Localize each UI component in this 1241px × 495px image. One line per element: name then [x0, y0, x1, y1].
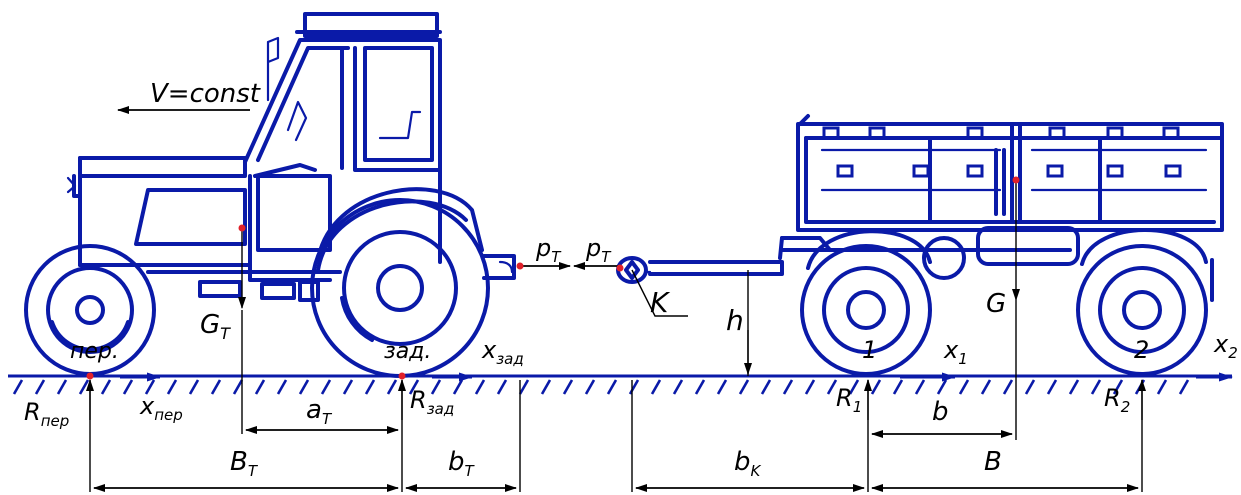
ground-hatch-mark: [342, 379, 354, 395]
ground-hatch-mark: [474, 379, 486, 395]
ground-hatch-mark: [276, 379, 288, 395]
reaction-r1-label: R1: [836, 384, 862, 416]
ground-hatch-mark: [1178, 379, 1190, 395]
ground-hatch-mark: [848, 379, 860, 395]
axis-x-front-label: xпер: [139, 392, 183, 424]
ground-hatch-mark: [958, 379, 970, 395]
ground-hatch-mark: [430, 379, 442, 395]
contact-points: [86, 176, 1020, 380]
ground-hatch-mark: [144, 379, 156, 395]
ground-hatch-mark: [232, 379, 244, 395]
tractor-pull-label: pT: [535, 234, 562, 266]
trailer-rivet: [966, 164, 984, 178]
ground-hatch-mark: [518, 379, 530, 395]
dim-bT-label: bT: [448, 447, 476, 480]
trailer-rivet: [836, 164, 854, 178]
trailer-rivet: [1046, 164, 1064, 178]
ground-hatch-mark: [738, 379, 750, 395]
ground-hatch-mark: [826, 379, 838, 395]
ground-hatch-mark: [1156, 379, 1168, 395]
trailer-rivet: [966, 126, 984, 140]
trailer-rivet: [822, 126, 840, 140]
front-wheel-label: пер.: [70, 339, 119, 364]
ground-hatch-mark: [298, 379, 310, 395]
dim-bK-label: bK: [734, 447, 762, 480]
rear-wheel-label: зад.: [384, 339, 431, 364]
ground-hatch-mark: [562, 379, 574, 395]
ground-hatch-mark: [1112, 379, 1124, 395]
ground-hatch-mark: [78, 379, 90, 395]
labels: V=const пер. зад. GT G pT pT K h 1 2 Rпе…: [24, 79, 1238, 480]
ground-hatch-mark: [540, 379, 552, 395]
reaction-rear-label: Rзад: [410, 386, 454, 418]
trailer-rivet: [1162, 126, 1180, 140]
ground-hatch-mark: [716, 379, 728, 395]
ground-hatch-mark: [364, 379, 376, 395]
hitch-height-label: h: [726, 304, 744, 337]
ground-hatch-mark: [386, 379, 398, 395]
ground-hatch-mark: [496, 379, 508, 395]
axle1-label: 1: [862, 336, 877, 364]
ground-hatch-mark: [1046, 379, 1058, 395]
reaction-r2-label: R2: [1104, 384, 1130, 416]
trailer-rivet: [1164, 164, 1182, 178]
dim-b-label: b: [932, 397, 949, 427]
ground-hatch-mark: [1024, 379, 1036, 395]
axis-x2-label: x2: [1213, 330, 1238, 362]
ground-hatch-mark: [452, 379, 464, 395]
ground-hatch-mark: [606, 379, 618, 395]
trailer-weight-label: G: [986, 289, 1006, 319]
ground-hatch-mark: [188, 379, 200, 395]
ground-hatch-mark: [210, 379, 222, 395]
ground-hatch-mark: [936, 379, 948, 395]
ground-hatch-mark: [628, 379, 640, 395]
trailer-rivet: [1048, 126, 1066, 140]
axis-x-rear-label: xзад: [481, 336, 524, 368]
ground-hatch-mark: [914, 379, 926, 395]
ground-hatch-mark: [694, 379, 706, 395]
ground-hatch-mark: [1002, 379, 1014, 395]
trailer-pull-label: pT: [585, 234, 612, 266]
tractor: [24, 12, 516, 378]
ground-hatch-mark: [584, 379, 596, 395]
ground-hatch-mark: [122, 379, 134, 395]
ground-hatch-mark: [650, 379, 662, 395]
ground-hatch-mark: [408, 379, 420, 395]
ground-hatch-mark: [12, 379, 24, 395]
motion-label: V=const: [150, 79, 261, 109]
ground-hatch-mark: [760, 379, 772, 395]
dimension-lines: [89, 300, 1143, 492]
dim-BT-label: BT: [230, 447, 259, 480]
ground-hatch-mark: [892, 379, 904, 395]
ground-hatch-mark: [1068, 379, 1080, 395]
ground-hatch-mark: [782, 379, 794, 395]
ground-hatch-mark: [870, 379, 882, 395]
trailer-rivet: [912, 164, 930, 178]
ground-hatch-mark: [1134, 379, 1146, 395]
ground-hatch-mark: [34, 379, 46, 395]
axis-x1-label: x1: [943, 336, 968, 368]
ground-hatch-mark: [100, 379, 112, 395]
tractor-weight-label: GT: [200, 310, 231, 343]
ground-hatch-mark: [804, 379, 816, 395]
axle2-label: 2: [1134, 336, 1149, 364]
ground-hatch-mark: [254, 379, 266, 395]
ground-hatch-mark: [56, 379, 68, 395]
ground-hatch-mark: [1090, 379, 1102, 395]
ground-hatch-mark: [980, 379, 992, 395]
ground-hatch-mark: [320, 379, 332, 395]
dim-aT-label: aT: [306, 395, 333, 428]
dim-B-label: B: [984, 447, 1002, 477]
hitch-label: K: [650, 286, 671, 319]
reaction-front-label: Rпер: [24, 398, 69, 430]
trailer-rivet: [868, 126, 886, 140]
trailer-rivet: [1106, 164, 1124, 178]
trailer-rivet: [1106, 126, 1124, 140]
trailer: [616, 114, 1224, 376]
ground-hatch-mark: [672, 379, 684, 395]
ground-hatch-mark: [166, 379, 178, 395]
ground-line: [8, 374, 1232, 395]
